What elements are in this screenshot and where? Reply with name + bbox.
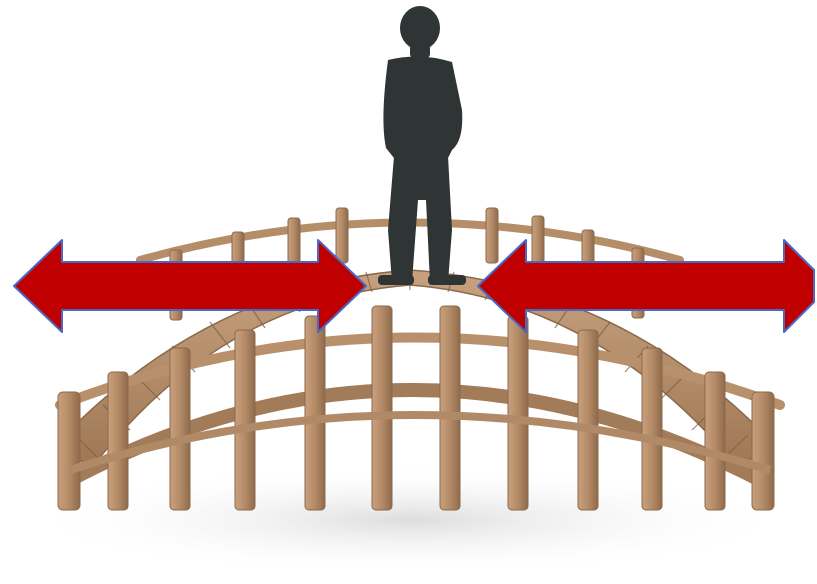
ground-shadow [20,465,800,575]
person-silhouette-icon [378,6,466,285]
